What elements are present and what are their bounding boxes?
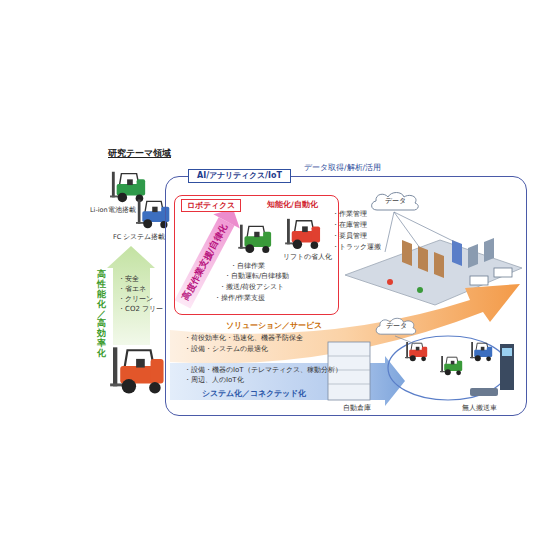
node-text: ・自動運転/自律移動 — [224, 272, 289, 281]
node-text: 知能化/自動化 — [267, 200, 318, 209]
system-band: ・設備・機器のIoT（テレマティクス、稼動分析）・周辺、人のIoT化システム化／… — [178, 364, 393, 404]
node-text: データ取得/解析/活用 — [304, 163, 381, 172]
forklift — [238, 225, 271, 253]
forklift — [285, 219, 320, 249]
node-text: ・クリーン — [118, 295, 153, 304]
node-text: システム化／コネクテッド化 — [202, 389, 306, 399]
label: ・在庫管理 — [332, 221, 367, 230]
label: ・トラック運搬 — [332, 243, 381, 252]
label: 無人搬送車 — [462, 404, 497, 413]
green-arrow — [107, 246, 155, 345]
node-text: ・搬送/荷役アシスト — [219, 283, 284, 292]
node-text: ・周辺、人のIoT化 — [184, 376, 244, 385]
node-heading: データ — [386, 322, 407, 331]
connected-site — [328, 336, 514, 400]
data-cloud: データ — [374, 316, 418, 336]
green-band: 高性能化／高効率化 ・安全・省エネ・クリーン・CO2 フリー — [95, 262, 167, 362]
node-heading: ソリューション／サービス — [226, 321, 322, 331]
label: ・要員管理 — [332, 232, 367, 241]
node-text: ・安全 — [118, 275, 139, 284]
li-ion-forklift — [110, 172, 145, 202]
node-text: ・荷役効率化・迅速化、機器予防保全 — [184, 334, 303, 343]
label: リフトの省人化 — [283, 253, 332, 261]
solution-band: ソリューション／サービス・荷役効率化・迅速化、機器予防保全・設備・システムの最適… — [178, 321, 378, 359]
forklift — [110, 347, 163, 393]
node-text: ・設備・システムの最適化 — [184, 345, 268, 354]
node-heading: 高性能化／高効率化 — [97, 270, 106, 359]
node-text: ・省エネ — [118, 285, 146, 294]
node-text: ・CO2 フリー — [118, 305, 163, 314]
label: ・作業管理 — [332, 210, 367, 219]
node-heading: データ — [385, 197, 406, 206]
label: 自動倉庫 — [343, 404, 371, 413]
label: Li-ion電池搭載 — [90, 206, 136, 214]
node-heading: ・設備・機器のIoT（テレマティクス、稼動分析） — [184, 366, 342, 375]
node-heading: ロボティクス — [181, 199, 241, 212]
node-text: ・自律作業 — [230, 262, 265, 271]
data-cloud: データ — [369, 190, 421, 212]
diagram-title: 研究テーマ領域 — [108, 148, 171, 159]
node-text: ・操作/作業支援 — [214, 294, 265, 303]
node-heading: AI/アナリティクス/IoT — [188, 169, 291, 183]
label: FC システム搭載 — [113, 233, 165, 241]
